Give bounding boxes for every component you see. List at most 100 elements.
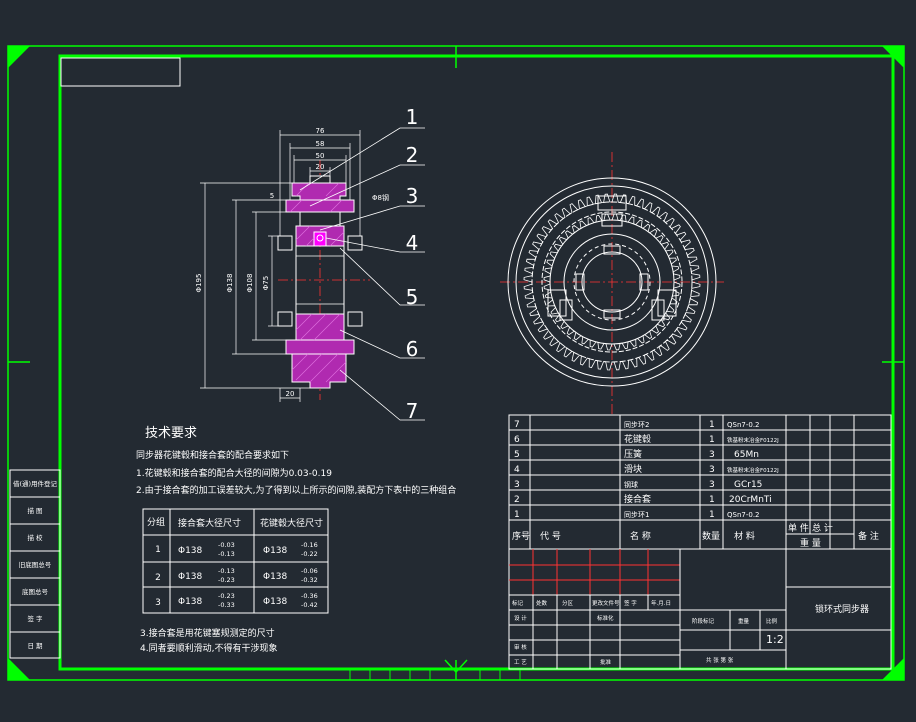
bom-header-qty: 数量 <box>702 530 720 542</box>
side-label-6: 日 期 <box>27 642 43 650</box>
fit-table-text: 分组 接合套大径尺寸 花键毂大径尺寸 1 Φ138 -0.03 -0.13 Φ1… <box>147 516 323 609</box>
bom-mat-3: GCr15 <box>734 480 762 490</box>
code-box <box>60 57 181 87</box>
fit-r1-b-low: -0.22 <box>301 550 318 558</box>
dim-76: 76 <box>316 127 325 135</box>
side-label-2: 描 校 <box>27 533 43 542</box>
tb-ratio: 比例 <box>766 617 778 625</box>
tb-stage: 阶段标记 <box>692 617 715 625</box>
balloon-2: 2 <box>406 143 419 167</box>
balloon-1: 1 <box>406 105 419 129</box>
bom-no-5: 5 <box>514 450 520 460</box>
side-labels: 借(通)用件登记 描 图 描 校 旧底图总号 底图总号 签 字 日 期 <box>13 479 58 650</box>
tech-requirements: 技术要求 同步器花键毂和接合套的配合要求如下 1.花键毂和接合套的配合大径的间隙… <box>136 426 456 654</box>
fit-r3-a-low: -0.33 <box>218 601 235 609</box>
centering-marks <box>8 46 904 680</box>
bom-header-total: 总 计 <box>812 522 833 534</box>
bom-no-3: 3 <box>514 480 520 490</box>
outer-frame <box>7 45 905 681</box>
tech-line-3: 3.接合套是用花键塞规测定的尺寸 <box>140 627 275 639</box>
bom-header-weight: 重 量 <box>800 537 821 549</box>
tech-line-2: 2.由于接合套的加工误差较大,为了得到以上所示的间隙,装配方下表中的三种组合 <box>136 484 456 496</box>
bom-no-7: 7 <box>514 420 520 430</box>
dim-20b: 20 <box>286 390 295 398</box>
bom-qty-7: 1 <box>709 420 715 430</box>
bom-header-code: 代 号 <box>540 531 561 542</box>
side-label-3: 旧底图总号 <box>19 560 52 569</box>
bom-qty-2: 1 <box>709 495 715 505</box>
bom-header-name: 名 称 <box>630 530 651 542</box>
tb-mark: 标记 <box>512 599 524 607</box>
bom-text: 7 同步环2 1 QSn7-0.2 6 花键毂 1 铁基粉末冶金F0122J 5… <box>512 420 879 549</box>
fit-r2-a: Φ138 <box>178 572 203 582</box>
dim-d195: Φ195 <box>195 274 203 293</box>
bom-qty-1: 1 <box>709 510 715 520</box>
bom-mat-4: 铁基粉末冶金F0122J <box>727 466 779 474</box>
fit-r3-b-low: -0.42 <box>301 601 318 609</box>
fit-group-3: 3 <box>155 598 161 608</box>
side-label-5: 签 字 <box>27 614 43 623</box>
fit-r3-a: Φ138 <box>178 597 203 607</box>
side-label-1: 描 图 <box>27 506 42 515</box>
bom-mat-1: QSn7-0.2 <box>727 511 760 519</box>
balloon-4: 4 <box>406 231 419 255</box>
dim-58: 58 <box>316 140 325 148</box>
bom-mat-7: QSn7-0.2 <box>727 421 760 429</box>
tb-weight: 重量 <box>738 617 750 625</box>
bom-name-2: 接合套 <box>624 493 651 505</box>
tb-review: 审 核 <box>514 643 527 651</box>
dim-5: 5 <box>270 192 274 200</box>
balloon-7: 7 <box>406 399 419 423</box>
side-label-table <box>9 469 61 659</box>
fit-r2-b-up: -0.06 <box>301 567 318 575</box>
fit-r1-a-up: -0.03 <box>218 541 235 549</box>
dim-d108: Φ108 <box>246 274 254 293</box>
zone-ticks <box>349 669 521 680</box>
outer-ring-teeth <box>523 193 701 371</box>
bom-name-7: 同步环2 <box>624 421 649 429</box>
tech-line-1: 1.花键毂和接合套的配合大径的间隙为0.03-0.19 <box>136 467 332 479</box>
fit-header-group: 分组 <box>147 516 165 528</box>
bom-table <box>508 414 892 550</box>
corner-marks <box>8 46 904 680</box>
title-block <box>508 548 892 670</box>
fit-header-hub: 花键毂大径尺寸 <box>260 517 323 529</box>
bom-name-6: 花键毂 <box>624 433 651 445</box>
bom-name-4: 滑块 <box>624 463 642 475</box>
tech-line-0: 同步器花键毂和接合套的配合要求如下 <box>136 449 289 461</box>
fit-group-2: 2 <box>155 573 161 583</box>
side-label-0: 借(通)用件登记 <box>13 479 58 488</box>
tb-count: 处数 <box>536 599 548 607</box>
fit-r2-b: Φ138 <box>263 572 288 582</box>
tb-change: 更改文件号 <box>592 599 620 607</box>
tb-sign: 签 字 <box>624 599 637 607</box>
bom-mat-5: 65Mn <box>734 450 759 460</box>
tb-scale: 1:2 <box>766 633 784 646</box>
tech-line-4: 4.同者要顺利滑动,不得有干涉现象 <box>140 642 277 654</box>
dim-d75: Φ75 <box>262 276 270 290</box>
fit-header-sleeve: 接合套大径尺寸 <box>178 517 241 529</box>
tb-standard: 标准化 <box>597 614 614 622</box>
tb-sheets: 共 张 第 张 <box>706 656 734 664</box>
dim-20: 20 <box>316 163 325 171</box>
fit-r2-a-low: -0.23 <box>218 576 235 584</box>
fit-r2-b-low: -0.32 <box>301 576 318 584</box>
tb-title: 锁环式同步器 <box>815 603 869 615</box>
fit-table <box>142 508 329 614</box>
section-view: 76 58 50 20 5 20 Φ8钢 Φ195 Φ138 Φ108 Φ75 … <box>195 105 425 423</box>
dim-d8: Φ8钢 <box>372 193 389 202</box>
fit-r3-a-up: -0.23 <box>218 592 235 600</box>
fit-r1-b-up: -0.16 <box>301 541 318 549</box>
tb-approve: 批准 <box>600 658 612 666</box>
bom-header-unit: 单 件 <box>788 522 809 534</box>
side-label-4: 底图总号 <box>22 587 49 596</box>
bom-qty-5: 3 <box>709 450 715 460</box>
balloon-6: 6 <box>406 337 419 361</box>
fit-r2-a-up: -0.13 <box>218 567 235 575</box>
bom-qty-4: 3 <box>709 465 715 475</box>
bom-name-3: 钢球 <box>624 480 638 489</box>
inner-ring-teeth <box>543 213 681 351</box>
dim-50: 50 <box>316 152 325 160</box>
bom-no-2: 2 <box>514 495 520 505</box>
bom-name-5: 压簧 <box>624 448 642 460</box>
